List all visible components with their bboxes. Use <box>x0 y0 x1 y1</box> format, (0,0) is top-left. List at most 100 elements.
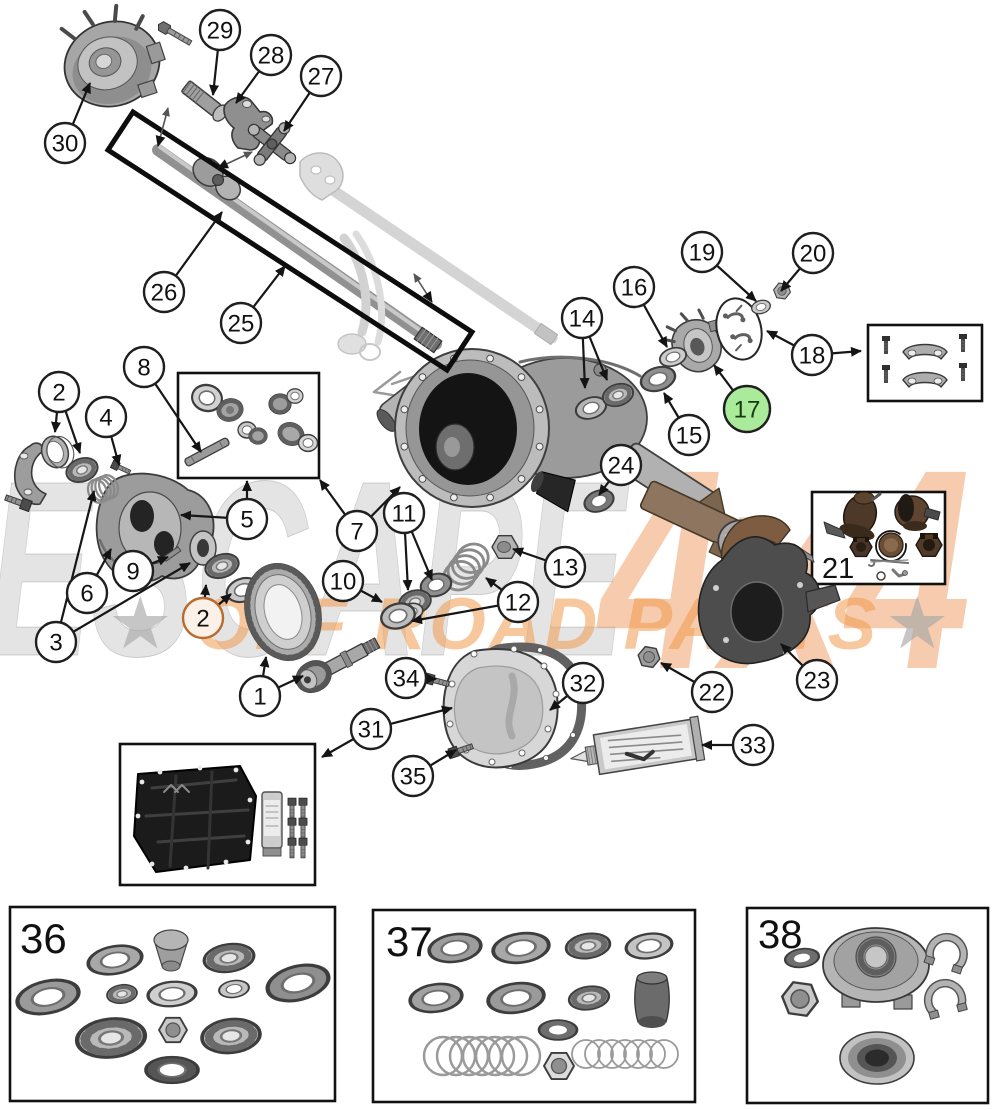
master-bearing-kit-36 <box>14 929 332 1085</box>
spider-gear-kit <box>184 381 319 467</box>
callout-23: 23 <box>795 658 839 702</box>
callout-number: 6 <box>80 581 93 608</box>
callout-number: 27 <box>308 64 335 91</box>
callout-8: 8 <box>122 345 166 389</box>
stub-shaft <box>181 80 229 122</box>
callout-number: 29 <box>207 18 234 45</box>
callout-2: 2 <box>37 370 81 414</box>
callout-2: 2 <box>181 596 225 640</box>
callout-number: 2 <box>52 380 65 407</box>
callout-number: 12 <box>505 590 532 617</box>
callout-number: 9 <box>126 559 139 586</box>
callout-18: 18 <box>790 333 834 377</box>
u-joint-strap-kit <box>882 334 967 388</box>
callout-number: 13 <box>552 555 579 582</box>
callout-number: 26 <box>151 280 178 307</box>
guide-arrow <box>217 151 253 169</box>
watermark-star-left: ★ <box>108 584 173 664</box>
guide-arrow <box>155 107 170 147</box>
callout-11: 11 <box>382 491 426 535</box>
guide-arrow <box>413 273 433 303</box>
callout-number: 8 <box>137 355 150 382</box>
callout-number: 24 <box>608 453 635 480</box>
diff-cover <box>442 645 560 769</box>
cover-kit <box>133 765 308 873</box>
callout-number: 5 <box>240 507 253 534</box>
callout-26: 26 <box>142 270 186 314</box>
callout-22: 22 <box>690 670 734 714</box>
callout-24: 24 <box>599 443 643 487</box>
callout-number: 31 <box>358 717 385 744</box>
callout-4: 4 <box>84 395 128 439</box>
carrier-spacer-band <box>40 435 75 469</box>
ball-joint-kit <box>823 491 943 581</box>
sealant-tube <box>570 715 706 776</box>
callout-33: 33 <box>731 723 775 767</box>
callout-number: 25 <box>228 311 255 338</box>
hub-assembly <box>59 3 166 108</box>
callout-number: 14 <box>569 306 596 333</box>
callout-number: 7 <box>350 519 363 546</box>
callout-3: 3 <box>34 620 78 664</box>
differential-housing <box>376 348 718 522</box>
box-label-21: 21 <box>822 553 854 585</box>
callout-number: 35 <box>400 764 427 791</box>
callout-number: 4 <box>99 405 112 432</box>
callout-number: 11 <box>392 501 417 528</box>
callout-25: 25 <box>219 301 263 345</box>
callout-number: 1 <box>253 684 266 711</box>
callout-29: 29 <box>198 8 242 52</box>
callout-19: 19 <box>680 230 724 274</box>
fill-plug <box>491 534 519 560</box>
callout-31: 31 <box>349 707 393 751</box>
yoke-kit-38 <box>778 927 968 1085</box>
callout-9: 9 <box>111 549 155 593</box>
callout-number: 19 <box>689 240 716 267</box>
callout-30: 30 <box>43 121 87 165</box>
box-label-38: 38 <box>758 913 803 957</box>
callout-number: 22 <box>699 680 726 707</box>
callout-number: 15 <box>676 423 703 450</box>
pinion-boot <box>530 471 576 513</box>
box-label-37: 37 <box>386 918 433 965</box>
ring-gear <box>244 563 322 661</box>
callout-number: 17 <box>734 397 761 424</box>
callout-20: 20 <box>791 231 835 275</box>
hub-bolt <box>157 21 193 46</box>
callout-number: 23 <box>804 668 831 695</box>
callout-27: 27 <box>299 54 343 98</box>
callout-35: 35 <box>391 754 435 798</box>
callout-number: 34 <box>393 666 420 693</box>
callout-12: 12 <box>496 580 540 624</box>
leader-arrow <box>54 490 97 643</box>
parts-artwork <box>3 3 968 1085</box>
callout-number: 16 <box>621 275 648 302</box>
callout-number: 30 <box>52 131 79 158</box>
callout-13: 13 <box>543 545 587 589</box>
pinion-gear <box>295 637 381 693</box>
callout-16: 16 <box>612 265 656 309</box>
callout-10: 10 <box>321 559 365 603</box>
callout-17: 17 <box>722 384 772 434</box>
callout-6: 6 <box>65 571 109 615</box>
steering-knuckle <box>697 515 841 665</box>
spindle-seal <box>636 361 680 397</box>
callout-number: 3 <box>49 630 62 657</box>
callout-28: 28 <box>249 33 293 77</box>
strap-detail-oval <box>715 297 763 361</box>
callout-14: 14 <box>560 296 604 340</box>
axle-yoke <box>223 96 274 151</box>
cross-shaft <box>184 437 230 467</box>
box-label-36: 36 <box>20 915 67 962</box>
callout-15: 15 <box>667 413 711 457</box>
callout-number: 28 <box>258 43 285 70</box>
watermark-star-right: ★ <box>885 584 950 664</box>
callout-1: 1 <box>238 674 282 718</box>
inner-axle-shaft <box>152 144 443 354</box>
callout-number: 2 <box>196 606 209 633</box>
callout-7: 7 <box>335 509 379 553</box>
callout-number: 32 <box>570 671 597 698</box>
